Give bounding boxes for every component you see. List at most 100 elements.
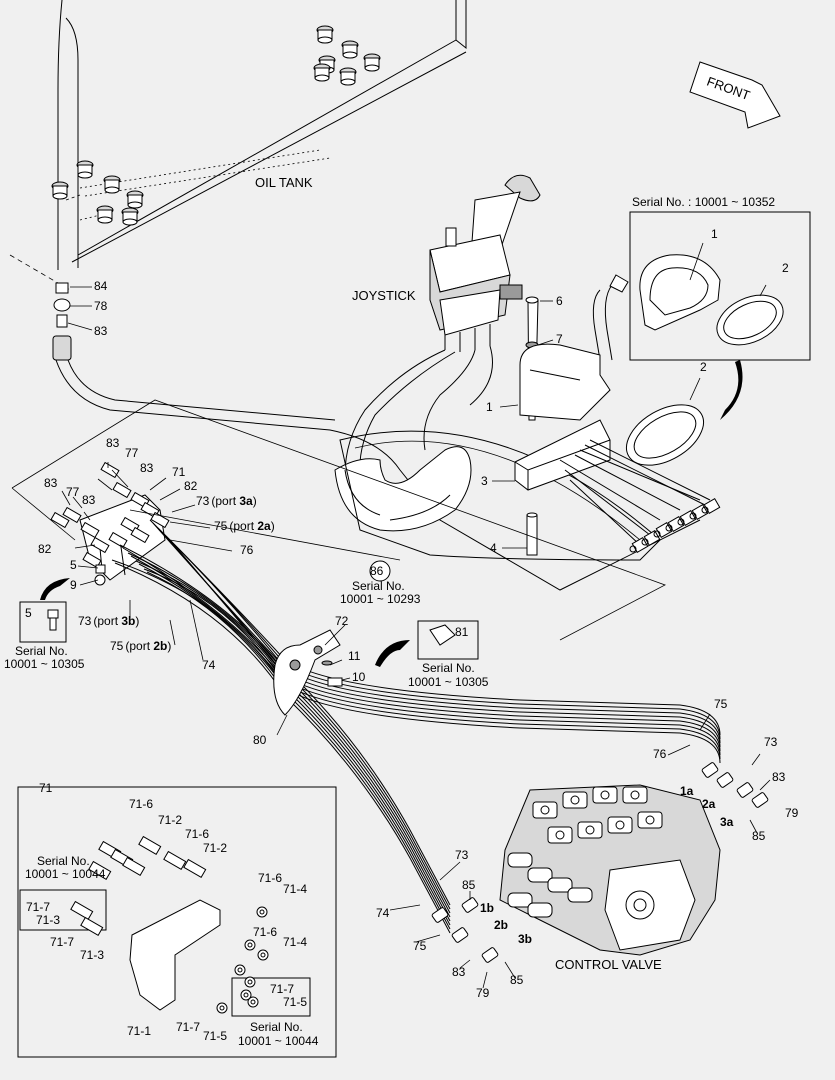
port-label-3b: 73(port 3b): [78, 614, 139, 628]
callout-c75d: 75: [413, 939, 427, 953]
callout-c78: 78: [94, 299, 108, 313]
callout-c84: 84: [94, 279, 108, 293]
inset-71: [17, 786, 337, 1058]
serial-5-line2: 10001 ~ 10305: [4, 657, 85, 671]
port-part: 73: [196, 494, 210, 508]
port-part: 3a: [239, 494, 253, 508]
callout-86: 86: [370, 564, 384, 578]
serial-81-line1: Serial No.: [422, 661, 475, 675]
callout-c79b: 79: [476, 986, 490, 1000]
callout-c1b: 1: [711, 227, 718, 241]
hose-bundle-bend: [334, 446, 472, 532]
callout-i71-7c: 71-7: [270, 982, 294, 996]
callout-c72: 72: [335, 614, 349, 628]
valve-port-p3b: 3b: [518, 932, 532, 946]
serial-box-81: [375, 620, 479, 667]
callout-c71: 71: [172, 465, 186, 479]
port-label-2a: 75(port 2a): [214, 519, 275, 533]
callout-i71-2a: 71-2: [158, 813, 182, 827]
serial-71b-line2: 10001 ~ 10044: [238, 1034, 319, 1048]
callout-c76b: 76: [653, 747, 667, 761]
hose-clamp: [273, 629, 343, 716]
callout-c73d: 73: [455, 848, 469, 862]
callout-c7: 7: [556, 332, 563, 346]
serial-71a-line1: Serial No.: [37, 854, 90, 868]
serial-71a-line2: 10001 ~ 10044: [25, 867, 106, 881]
callout-c83f: 83: [772, 770, 786, 784]
return-pipe: [52, 282, 701, 591]
serial-71b-line1: Serial No.: [250, 1020, 303, 1034]
callout-c82b: 82: [38, 542, 52, 556]
callout-c75c: 75: [714, 697, 728, 711]
port-part: ): [167, 639, 171, 653]
mount-bracket: [514, 296, 721, 556]
port-label-3a: 73(port 3a): [196, 494, 257, 508]
leader-lines: [61, 242, 771, 989]
port-label-2b: 75(port 2b): [110, 639, 171, 653]
port-part: 73: [78, 614, 92, 628]
callout-c81: 81: [455, 625, 469, 639]
dashed-frame: [11, 399, 666, 641]
manifold-block: [50, 461, 170, 586]
port-part: 2a: [257, 519, 271, 533]
port-part: 3b: [121, 614, 135, 628]
port-part: (port: [229, 519, 257, 533]
callout-i71-6b: 71-6: [185, 827, 209, 841]
callout-c11: 11: [348, 649, 361, 663]
callout-c83c: 83: [140, 461, 154, 475]
tank-fittings: [51, 25, 381, 226]
oil-tank: [9, 0, 467, 291]
callout-c83d: 83: [44, 476, 58, 490]
port-part: ): [253, 494, 257, 508]
callout-c5b: 5: [25, 606, 32, 620]
callout-c79a: 79: [785, 806, 799, 820]
callout-c83a: 83: [94, 324, 108, 338]
callout-c85c: 85: [510, 973, 524, 987]
callout-i71-5a: 71-5: [283, 995, 307, 1009]
callout-i71-6d: 71-6: [253, 925, 277, 939]
callout-i71-1: 71-1: [127, 1024, 151, 1038]
port-part: (port: [93, 614, 121, 628]
port-part: 75: [110, 639, 124, 653]
callout-86-circle: [369, 560, 391, 582]
callout-c83e: 83: [82, 493, 96, 507]
serial-86-line2: 10001 ~ 10293: [340, 592, 421, 606]
callout-c9: 9: [70, 578, 77, 592]
serial-box-5: [19, 578, 70, 643]
callout-c83g: 83: [452, 965, 466, 979]
callout-c77a: 77: [125, 446, 139, 460]
valve-port-p2a: 2a: [702, 797, 716, 811]
callout-i71-3b: 71-3: [80, 948, 104, 962]
valve-port-p1a: 1a: [680, 784, 694, 798]
port-part: 75: [214, 519, 228, 533]
port-part: (port: [125, 639, 153, 653]
front-arrow: FRONT: [689, 61, 781, 129]
callout-c77b: 77: [66, 485, 80, 499]
callout-c2: 2: [700, 360, 707, 374]
port-part: 2b: [153, 639, 167, 653]
serial-top-right: Serial No. : 10001 ~ 10352: [632, 195, 775, 209]
callout-c85a: 85: [752, 829, 766, 843]
control-valve: [431, 762, 769, 963]
inset-71-label: 71: [39, 781, 53, 795]
callout-i71-6c: 71-6: [258, 871, 282, 885]
callout-c80: 80: [253, 733, 267, 747]
valve-port-p1b: 1b: [480, 901, 494, 915]
valve-port-p2b: 2b: [494, 918, 508, 932]
callout-i71-4a: 71-4: [283, 882, 307, 896]
port-part: ): [271, 519, 275, 533]
callout-i71-5b: 71-5: [203, 1029, 227, 1043]
callout-76a: 76: [240, 543, 254, 557]
serial-86-line1: Serial No.: [352, 579, 405, 593]
callout-c5a: 5: [70, 558, 77, 572]
valve-port-p3a: 3a: [720, 815, 734, 829]
callout-c73c: 73: [764, 735, 778, 749]
oil-tank-label: OIL TANK: [255, 175, 313, 190]
callout-c83b: 83: [106, 436, 120, 450]
callout-c74a: 74: [202, 658, 216, 672]
callout-i71-4b: 71-4: [283, 935, 307, 949]
serial-5-line1: Serial No.: [15, 644, 68, 658]
callout-c85b: 85: [462, 878, 476, 892]
